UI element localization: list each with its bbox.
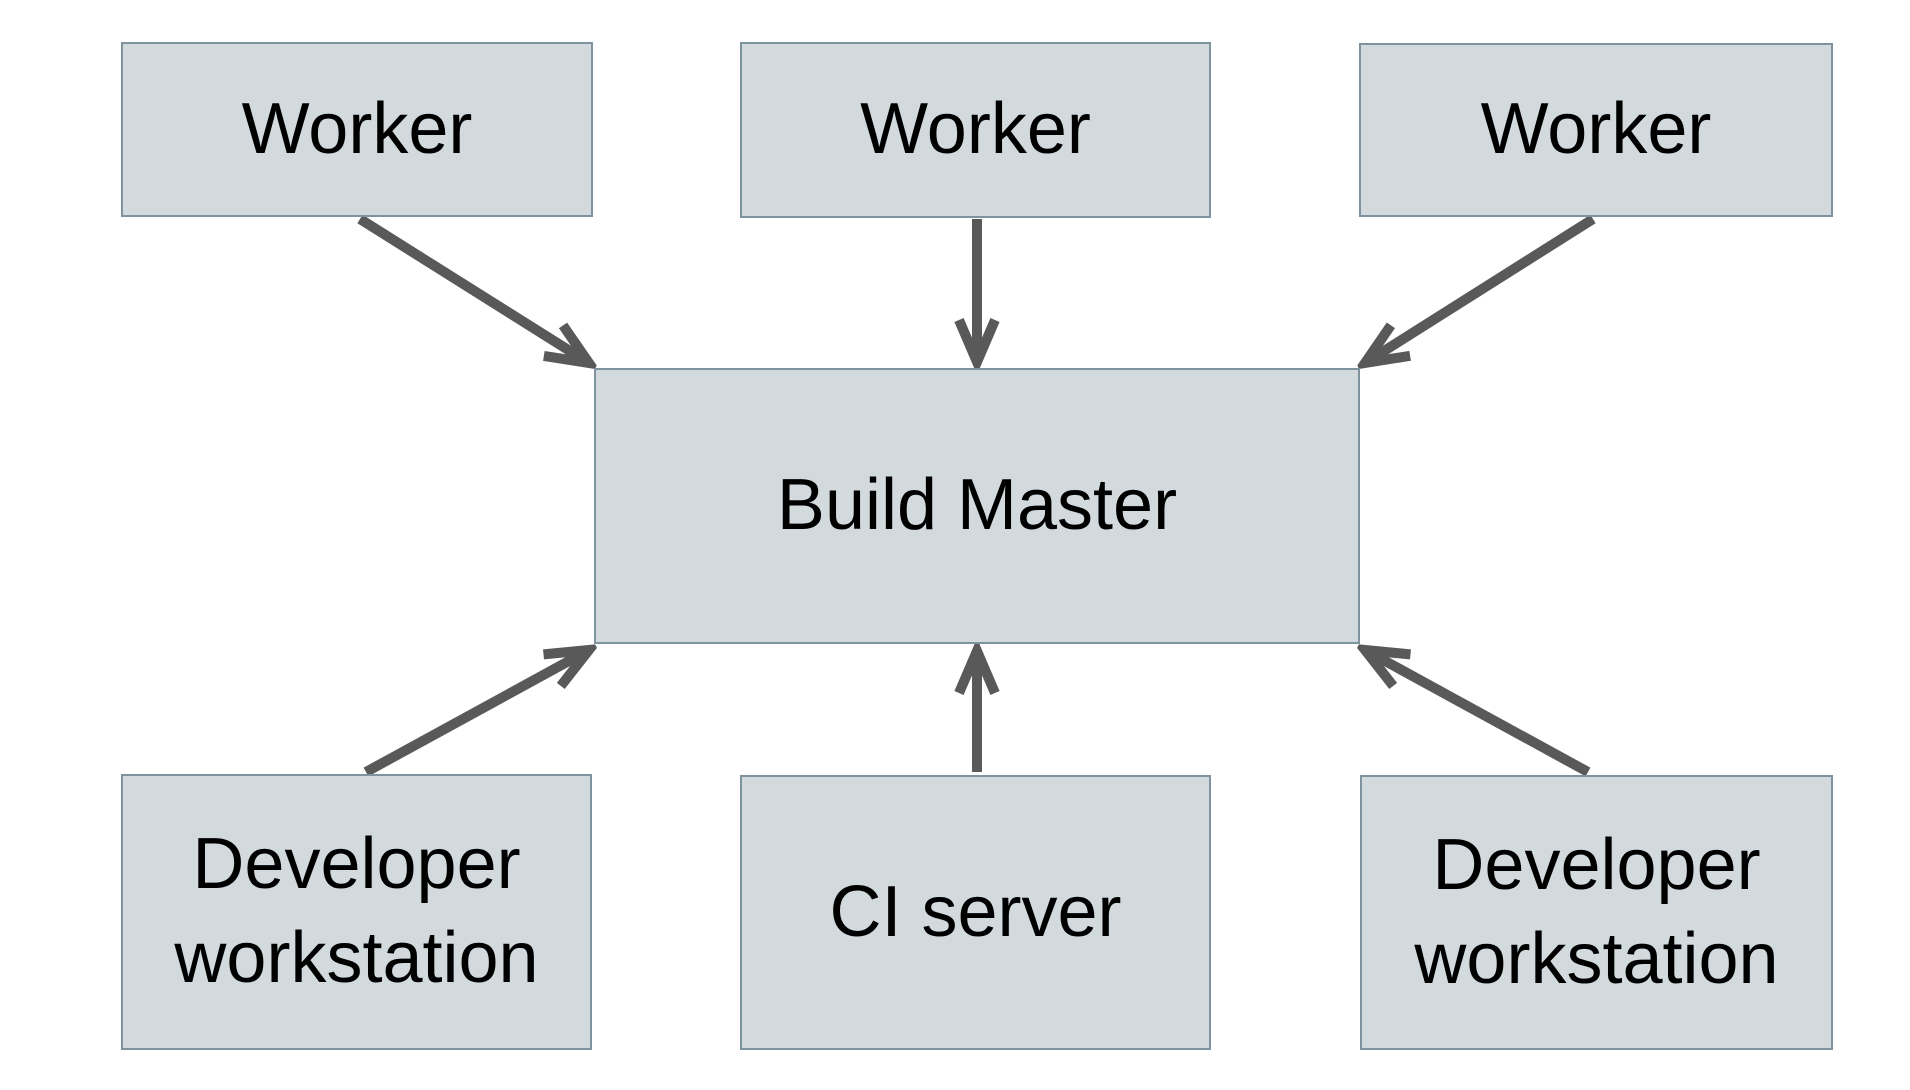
node-developer-workstation-1: Developer workstation xyxy=(121,774,592,1050)
arrow-worker-1-to-build-master xyxy=(357,214,589,363)
node-worker-1: Worker xyxy=(121,42,593,217)
node-ci-server: CI server xyxy=(740,775,1211,1050)
node-label: CI server xyxy=(829,871,1122,952)
node-worker-3: Worker xyxy=(1359,43,1833,217)
node-developer-workstation-2: Developer workstation xyxy=(1360,775,1833,1050)
arrow-developer-workstation-2-to-build-master xyxy=(1365,650,1591,777)
arrow-developer-workstation-1-to-build-master xyxy=(363,650,589,777)
node-build-master: Build Master xyxy=(594,368,1360,644)
node-label: Build Master xyxy=(776,465,1178,546)
node-label: Worker xyxy=(1480,89,1712,170)
node-label: Worker xyxy=(241,88,473,169)
node-worker-2: Worker xyxy=(740,42,1211,218)
node-label: Developer workstation xyxy=(174,824,539,998)
node-label: Developer workstation xyxy=(1414,824,1779,999)
node-label: Worker xyxy=(860,89,1091,170)
arrow-worker-3-to-build-master xyxy=(1365,214,1596,363)
